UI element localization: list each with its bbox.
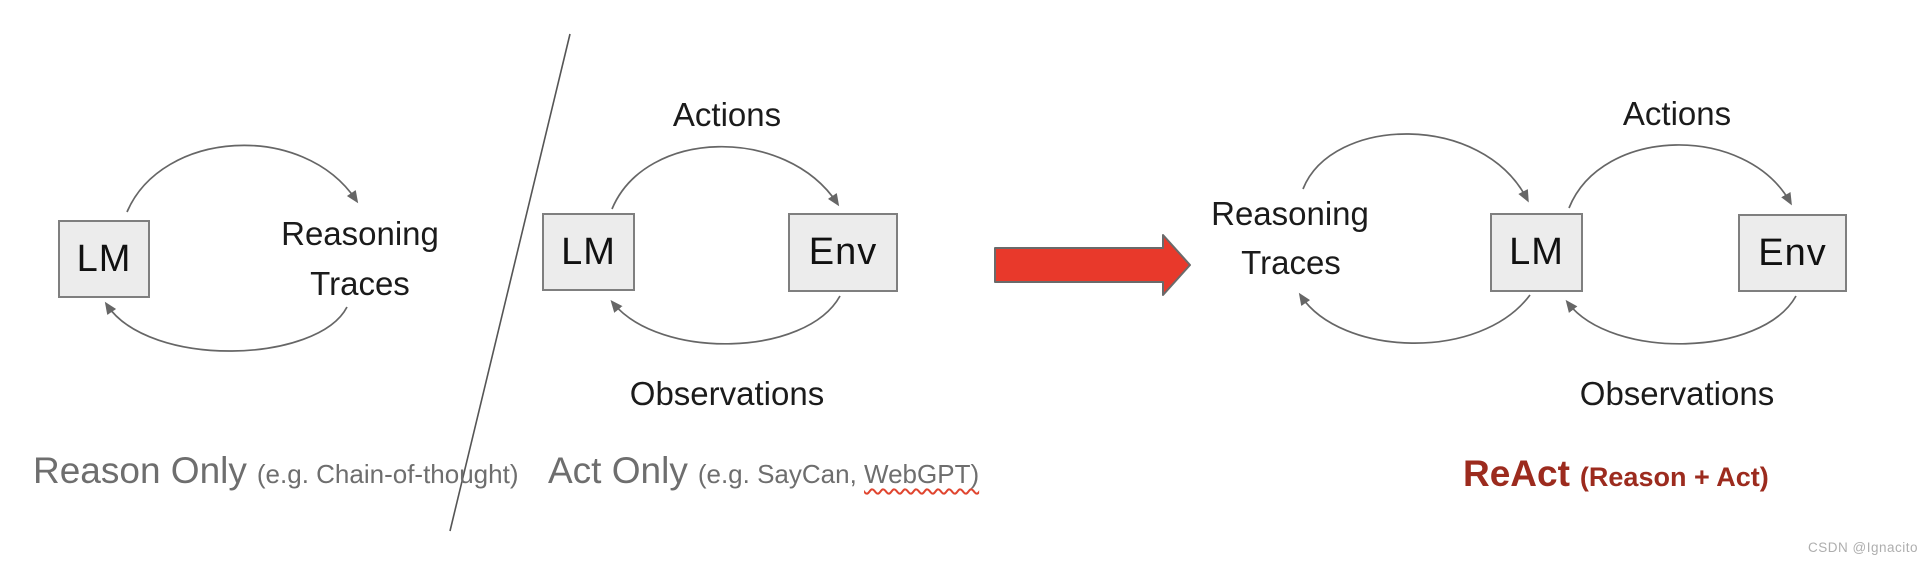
lm-box-react-label: LM xyxy=(1509,231,1564,273)
transform-arrow-icon xyxy=(994,234,1191,296)
react-action-loop-bottom-arc xyxy=(1565,295,1797,345)
act-loop-top-arc xyxy=(611,145,840,210)
actions-label-act-only: Actions xyxy=(672,96,782,133)
caption-reason-only-main: Reason Only xyxy=(33,450,247,491)
env-box-react: Env xyxy=(1738,214,1847,292)
caption-act-only-detail-text: (e.g. SayCan, xyxy=(697,459,865,489)
react-reasoning-loop-bottom-arc xyxy=(1298,292,1531,344)
actions-label-react: Actions xyxy=(1622,95,1732,132)
caption-act-only: Act Only (e.g. SayCan, WebGPT) xyxy=(548,450,979,492)
env-box-react-label: Env xyxy=(1758,231,1827,274)
caption-reason-only: Reason Only (e.g. Chain-of-thought) xyxy=(33,450,518,492)
caption-react: ReAct (Reason + Act) xyxy=(1463,453,1769,495)
react-reasoning-loop-top-arc xyxy=(1302,133,1529,203)
watermark: CSDN @Ignacito xyxy=(1808,540,1918,555)
divider-line xyxy=(449,33,571,532)
lm-box-reason-only: LM xyxy=(58,220,150,298)
caption-react-detail: (Reason + Act) xyxy=(1579,462,1769,492)
lm-box-reason-only-label: LM xyxy=(76,237,132,280)
env-box-act-only: Env xyxy=(788,213,898,292)
reason-loop-top-arc xyxy=(126,144,359,213)
lm-box-act-only-label: LM xyxy=(561,230,616,273)
observations-label-react: Observations xyxy=(1579,375,1775,412)
caption-act-only-main: Act Only xyxy=(548,450,688,491)
caption-act-only-detail-flagged: WebGPT) xyxy=(864,459,980,489)
observations-label-act-only: Observations xyxy=(629,375,825,412)
react-reasoning-label-line1: Reasoning xyxy=(1211,195,1369,232)
caption-reason-only-detail: (e.g. Chain-of-thought) xyxy=(256,459,519,489)
reasoning-traces-label-line1: Reasoning xyxy=(281,215,439,252)
lm-box-react: LM xyxy=(1490,213,1583,292)
reasoning-traces-label-line2: Traces xyxy=(310,265,410,302)
react-action-loop-top-arc xyxy=(1568,144,1792,209)
act-loop-bottom-arc xyxy=(610,295,841,345)
caption-react-main: ReAct xyxy=(1463,453,1570,494)
lm-box-act-only: LM xyxy=(542,213,635,291)
caption-act-only-detail: (e.g. SayCan, WebGPT) xyxy=(698,459,979,490)
reason-loop-bottom-arc xyxy=(104,301,348,352)
react-reasoning-label-line2: Traces xyxy=(1241,244,1341,281)
env-box-act-only-label: Env xyxy=(808,231,878,273)
